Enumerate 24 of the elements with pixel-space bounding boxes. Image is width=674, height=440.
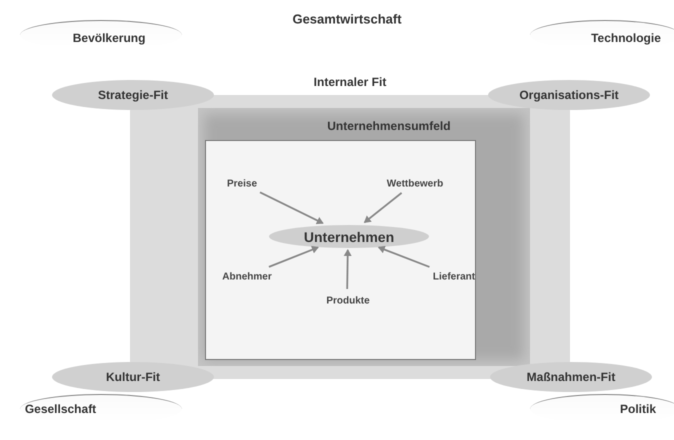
node-label: Kultur-Fit — [106, 370, 160, 384]
arrow — [364, 192, 402, 224]
factor-label: Wettbewerb — [386, 178, 444, 190]
node-label: Bevölkerung — [72, 30, 146, 44]
node-label: Unternehmen — [304, 228, 394, 244]
arrow — [344, 249, 352, 290]
node-label: Technologie — [591, 30, 661, 44]
node-label: Politik — [620, 402, 656, 416]
factor-label: Lieferant — [432, 272, 476, 282]
node-label: Gesellschaft — [24, 402, 96, 416]
node-label: Organisations-Fit — [519, 88, 619, 102]
node-label: Maßnahmen-Fit — [526, 370, 616, 384]
node-label: Internaler Fit — [314, 75, 386, 90]
arrow — [260, 192, 324, 224]
factor-label: Abnehmer — [222, 272, 272, 282]
company-box — [205, 140, 476, 360]
environment-area — [198, 108, 530, 366]
heading-label: Gesamtwirtschaft — [292, 12, 402, 26]
node-label: Unternehmensumfeld — [327, 118, 451, 133]
arrow — [268, 246, 319, 268]
factor-label: Preise — [226, 178, 258, 190]
arrow — [378, 246, 430, 268]
factor-label: Produkte — [326, 296, 370, 306]
node-label: Strategie-Fit — [98, 88, 168, 102]
